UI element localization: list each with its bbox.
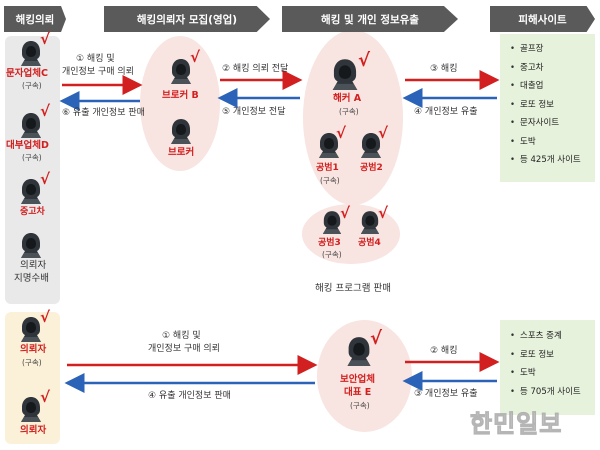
check-icon: √ xyxy=(340,204,351,222)
client-d-label: 대부업체D xyxy=(6,140,49,151)
program-sale-label: 해킹 프로그램 판매 xyxy=(315,283,391,294)
flow-sale: ⑥ 유출 개인정보 판매 xyxy=(62,108,145,118)
header-victim-sites: 피해사이트 xyxy=(490,6,595,32)
client-c-icon xyxy=(20,40,42,66)
header-broker-recruit: 해킹의뢰자 모집(영업) xyxy=(104,6,270,32)
flow-relay: ② 해킹 의뢰 전달 xyxy=(222,64,289,74)
flow-leak-top: ④ 개인정보 유출 xyxy=(414,107,478,117)
site-item: 중고차 xyxy=(510,59,581,78)
security-company-line2: 대표 E xyxy=(344,387,372,398)
victim-sites-bottom-list: 스포츠 중계 로또 정보 도박 등 705개 사이트 xyxy=(510,327,581,401)
site-item: 로또 정보 xyxy=(510,346,581,365)
client2-note: (구속) xyxy=(22,358,42,367)
hacker-a-label: 해커 A xyxy=(333,93,362,104)
client-d-icon xyxy=(20,112,42,138)
flow-deliver: ⑤ 개인정보 전달 xyxy=(222,107,286,117)
hacker-a-icon xyxy=(331,58,359,90)
flow-request-line2: 개인정보 구매 의뢰 xyxy=(62,67,134,77)
accomplice4-label: 공범4 xyxy=(358,238,381,248)
used-car-label: 중고차 xyxy=(20,207,45,217)
client2-label: 의뢰자 xyxy=(20,344,47,355)
check-icon: √ xyxy=(190,48,201,66)
check-icon: √ xyxy=(40,170,51,188)
accomplice1-note: (구속) xyxy=(320,176,340,185)
flow-request-line1: ① 해킹 및 xyxy=(76,54,115,64)
left-column-bg xyxy=(5,36,60,304)
header-hacking-leak: 해킹 및 개인 정보유출 xyxy=(282,6,458,32)
site-item: 스포츠 중계 xyxy=(510,327,581,346)
site-item: 대출업 xyxy=(510,77,581,96)
site-item: 골프장 xyxy=(510,40,581,59)
security-ceo-icon xyxy=(346,336,372,366)
security-company-line1: 보안업체 xyxy=(340,374,375,385)
flow-hack-top: ③ 해킹 xyxy=(430,64,458,74)
wanted-label: 지명수배 xyxy=(14,273,49,284)
header-hacking-request: 해킹의뢰 xyxy=(4,6,66,32)
broker-icon xyxy=(170,118,192,144)
broker-b-label: 브로커 B xyxy=(162,90,199,101)
client-label: 의뢰자 xyxy=(20,260,47,271)
site-item: 도박 xyxy=(510,133,581,152)
site-item: 등 425개 사이트 xyxy=(510,151,581,170)
client-d-note: (구속) xyxy=(22,153,42,162)
hacker-a-note: (구속) xyxy=(339,107,359,116)
client-wanted-icon xyxy=(20,232,42,258)
flow-sale-bottom: ④ 유출 개인정보 판매 xyxy=(148,391,231,401)
flow-hack-bottom: ② 해킹 xyxy=(430,346,458,356)
flow-request-bottom-line2: 개인정보 구매 의뢰 xyxy=(148,344,220,354)
check-icon: √ xyxy=(378,124,389,142)
hacker-ellipse xyxy=(303,30,403,205)
accomplice3-label: 공범3 xyxy=(318,238,341,248)
site-item: 문자사이트 xyxy=(510,114,581,133)
security-ellipse xyxy=(317,320,412,432)
check-icon: √ xyxy=(378,204,389,222)
check-icon: √ xyxy=(40,388,51,406)
check-icon: √ xyxy=(40,102,51,120)
accomplice3-note: (구속) xyxy=(322,250,342,259)
check-icon: √ xyxy=(40,308,51,326)
client-c-note: (구속) xyxy=(22,81,42,90)
client2-icon xyxy=(20,316,42,342)
accomplice3-icon xyxy=(322,210,342,234)
check-icon: √ xyxy=(358,50,371,71)
check-icon: √ xyxy=(40,30,51,48)
check-icon: √ xyxy=(336,124,347,142)
site-item: 도박 xyxy=(510,364,581,383)
site-item: 등 705개 사이트 xyxy=(510,383,581,402)
used-car-icon xyxy=(20,178,42,204)
victim-sites-top-list: 골프장 중고차 대출업 로또 정보 문자사이트 도박 등 425개 사이트 xyxy=(510,40,581,170)
watermark-logo: 한민일보 xyxy=(469,410,563,439)
accomplice1-label: 공범1 xyxy=(316,163,339,173)
security-company-note: (구속) xyxy=(350,401,370,410)
accomplice4-icon xyxy=(360,210,380,234)
flow-leak-bottom: ③ 개인정보 유출 xyxy=(414,389,478,399)
broker-ellipse xyxy=(140,36,220,171)
accomplice2-label: 공범2 xyxy=(360,163,383,173)
client3-label: 의뢰자 xyxy=(20,425,47,436)
accomplice-ellipse xyxy=(302,204,400,264)
client-c-label: 문자업체C xyxy=(6,68,48,79)
broker-label: 브로커 xyxy=(168,147,195,158)
broker-b-icon xyxy=(170,58,192,84)
site-item: 로또 정보 xyxy=(510,96,581,115)
client3-icon xyxy=(20,396,42,422)
check-icon: √ xyxy=(370,328,383,349)
flow-request-bottom-line1: ① 해킹 및 xyxy=(162,331,201,341)
